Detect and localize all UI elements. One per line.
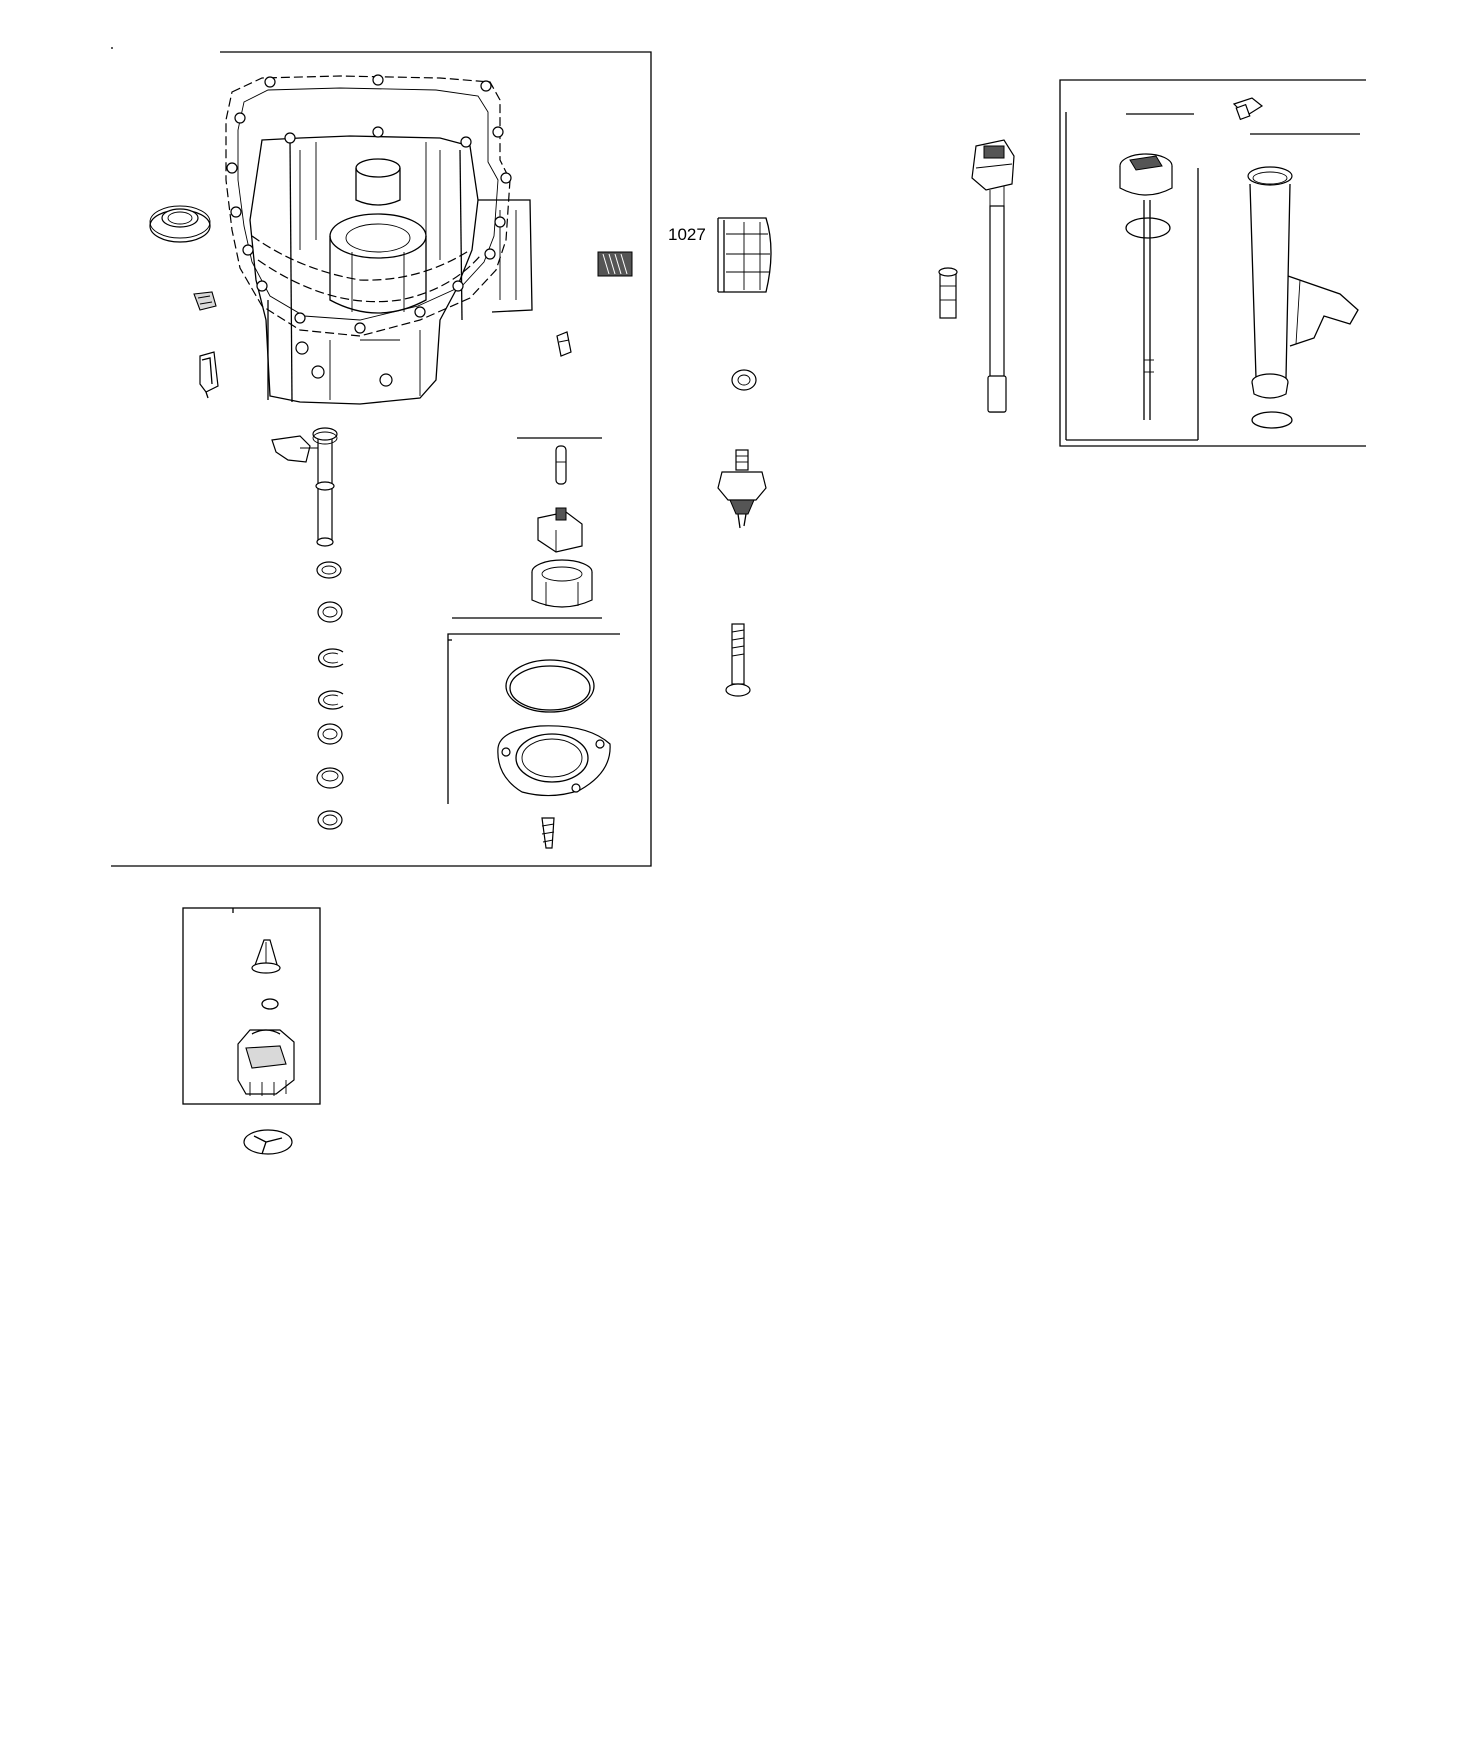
breather-clip — [199, 351, 219, 399]
crankshaft-oil-seal — [149, 205, 211, 243]
tube-fitting — [938, 267, 958, 319]
dipstick-tube-assembly — [971, 139, 1015, 413]
dipstick-group-frame — [1059, 79, 1366, 447]
e-ring-2 — [317, 690, 344, 710]
pressure-relief-valve — [251, 939, 281, 974]
oil-filter-adapter-nipple — [597, 251, 633, 277]
o-ring — [505, 659, 595, 713]
crankcase-cover — [225, 74, 533, 405]
relief-valve-ring — [261, 998, 279, 1010]
oil-pump-body — [237, 1029, 295, 1096]
shaft-washer-1 — [316, 561, 342, 579]
shaft-washer-2 — [317, 601, 343, 623]
oil-pressure-switch — [717, 449, 767, 529]
long-screw — [725, 623, 751, 697]
governor-shaft — [271, 427, 338, 547]
governor-gear — [531, 559, 593, 608]
oil-pump-rotor — [243, 1129, 293, 1155]
shaft-bushing — [316, 767, 344, 789]
gasket-screw — [541, 817, 555, 849]
shaft-washer-4 — [317, 810, 343, 830]
drain-plug — [193, 291, 217, 311]
dipstick-tube — [1247, 166, 1359, 429]
tube-bolt — [1232, 97, 1264, 121]
gasket-subgroup-frame — [447, 633, 620, 804]
governor-pin — [555, 445, 567, 485]
part-label-1027: 1027 — [668, 225, 706, 244]
shaft-washer-3 — [317, 723, 343, 745]
governor-cup — [537, 507, 583, 553]
mounting-gasket — [497, 725, 611, 797]
oil-filter: 1027 — [668, 217, 772, 293]
crankcase-group-frame — [111, 47, 652, 867]
oil-pressure-group-frame — [182, 907, 321, 1105]
small-plug — [556, 331, 572, 357]
dipstick — [1119, 153, 1173, 420]
governor-subgroup-bracket — [452, 437, 602, 619]
e-ring-1 — [317, 648, 344, 668]
cover-bolt-holes — [226, 74, 512, 387]
pipe-plug — [731, 369, 757, 391]
